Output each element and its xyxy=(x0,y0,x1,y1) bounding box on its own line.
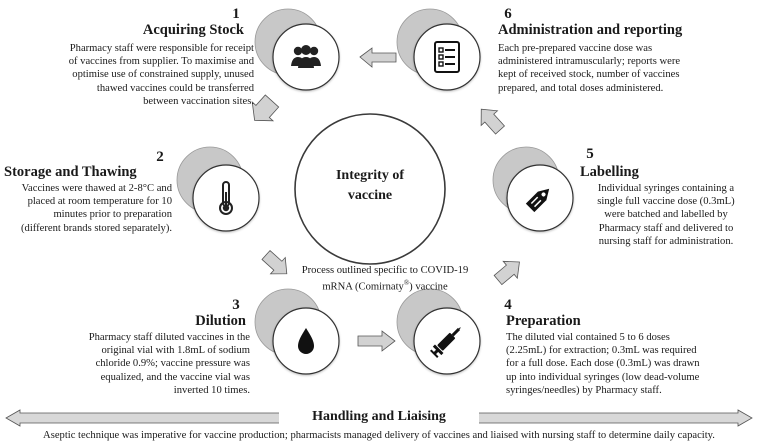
step1-body-line: between vaccination sites. xyxy=(143,95,254,107)
arrow-2-to-3 xyxy=(261,249,288,275)
step6-body-line: Each pre-prepared vaccine dose was xyxy=(498,43,653,54)
step1-body-line: of vaccines from supplier. To maximise a… xyxy=(68,56,254,68)
process-note-line2: mRNA (Comirnaty®) vaccine xyxy=(290,277,480,294)
step4-number: 4 xyxy=(504,297,512,313)
center-circle xyxy=(294,113,446,265)
step5-title: Labelling xyxy=(580,164,639,180)
arrow-1-to-2 xyxy=(251,94,280,122)
step3-body: Pharmacy staff diluted vaccines in the o… xyxy=(50,331,250,397)
step3-body-line: Pharmacy staff diluted vaccines in the xyxy=(88,332,250,343)
step3-body-line: inverted 10 times. xyxy=(173,384,250,396)
step3-title: Dilution xyxy=(195,313,246,329)
step4-body-line: The diluted vial contained 5 to 6 doses xyxy=(506,332,670,343)
syringe-icon xyxy=(427,321,467,361)
step6-body: Each pre-prepared vaccine dose was admin… xyxy=(498,42,728,95)
step6-title: Administration and reporting xyxy=(498,22,683,38)
step6-number: 6 xyxy=(504,6,512,22)
arrow-4-to-5 xyxy=(493,260,520,286)
step5-body-line: single full vaccine dose (0.3mL) xyxy=(597,196,735,208)
step1-body: Pharmacy staff were responsible for rece… xyxy=(14,42,254,108)
step2-body: Vaccines were thawed at 2-8°C and placed… xyxy=(0,182,172,235)
step1-number: 1 xyxy=(232,6,240,22)
step1-title: Acquiring Stock xyxy=(142,22,244,38)
step3-body-line: original vial with 1.8mL of sodium xyxy=(101,345,251,357)
step2-body-line: placed at room temperature for 10 xyxy=(27,196,172,208)
step5-body-line: nursing staff for administration. xyxy=(598,235,734,247)
tag-icon xyxy=(520,178,560,218)
drop-icon xyxy=(286,321,326,361)
step5-body-line: Individual syringes containing a xyxy=(597,183,735,194)
step2-body-line: Vaccines were thawed at 2-8°C and xyxy=(21,183,172,194)
step4-body-line: for a full dose. Each dose (0.3mL) was d… xyxy=(506,358,700,370)
people-icon xyxy=(286,37,326,77)
step5-body: Individual syringes containing a single … xyxy=(578,182,754,248)
step5-body-line: were batched and labelled by xyxy=(604,209,728,221)
footer-note: Aseptic technique was imperative for vac… xyxy=(43,430,715,441)
step1-body-line: optimise use of constrained supply, unus… xyxy=(72,69,254,81)
step4-title: Preparation xyxy=(506,313,581,329)
step4-body-line: (2.25mL) for extraction; 0.3mL was requi… xyxy=(506,345,697,357)
step1-body-line: Pharmacy staff were responsible for rece… xyxy=(69,43,254,54)
step4-body-line: up into individual syringes (low dead-vo… xyxy=(506,371,700,383)
process-note-line2-pre: mRNA (Comirnaty xyxy=(322,281,404,293)
step6-body-line: prepared, and total doses administered. xyxy=(498,82,664,94)
step3-body-line: chloride 0.9%; vaccine pressure was xyxy=(95,358,250,370)
step2-body-line: (different brands stored separately). xyxy=(21,222,172,234)
step1-body-line: thawed vaccines could be transferred xyxy=(96,82,254,94)
band-title: Handling and Liaising xyxy=(279,409,479,425)
process-note-line2-post: ) vaccine xyxy=(409,281,448,293)
arrow-5-to-6 xyxy=(480,108,506,135)
step3-number: 3 xyxy=(232,297,240,313)
step4-body: The diluted vial contained 5 to 6 doses … xyxy=(506,331,746,397)
step3-body-line: equalized, and the vaccine vial was xyxy=(100,371,250,383)
arrow-3-to-4 xyxy=(357,330,396,352)
step2-number: 2 xyxy=(156,149,164,165)
step5-body-line: Pharmacy staff and delivered to xyxy=(598,222,734,234)
step2-title: Storage and Thawing xyxy=(4,164,137,180)
step5-number: 5 xyxy=(586,146,594,162)
process-note-trademark: ® xyxy=(403,279,410,287)
center-title: Integrity of vaccine xyxy=(310,166,430,206)
process-note: Process outlined specific to COVID-19 mR… xyxy=(290,264,480,294)
arrow-6-to-1 xyxy=(359,47,397,68)
step6-body-line: kept of received stock, number of vaccin… xyxy=(498,69,680,81)
process-note-line1: Process outlined specific to COVID-19 xyxy=(301,265,469,276)
step2-body-line: minutes prior to preparation xyxy=(53,209,172,221)
center-title-line1: Integrity of xyxy=(335,168,405,183)
checklist-icon xyxy=(427,37,467,77)
thermometer-icon xyxy=(206,178,246,218)
center-title-line2: vaccine xyxy=(347,188,393,203)
step6-body-line: administered intramuscularly; reports we… xyxy=(498,56,681,68)
step4-body-line: syringes/needles) by Pharmacy staff. xyxy=(506,384,662,396)
